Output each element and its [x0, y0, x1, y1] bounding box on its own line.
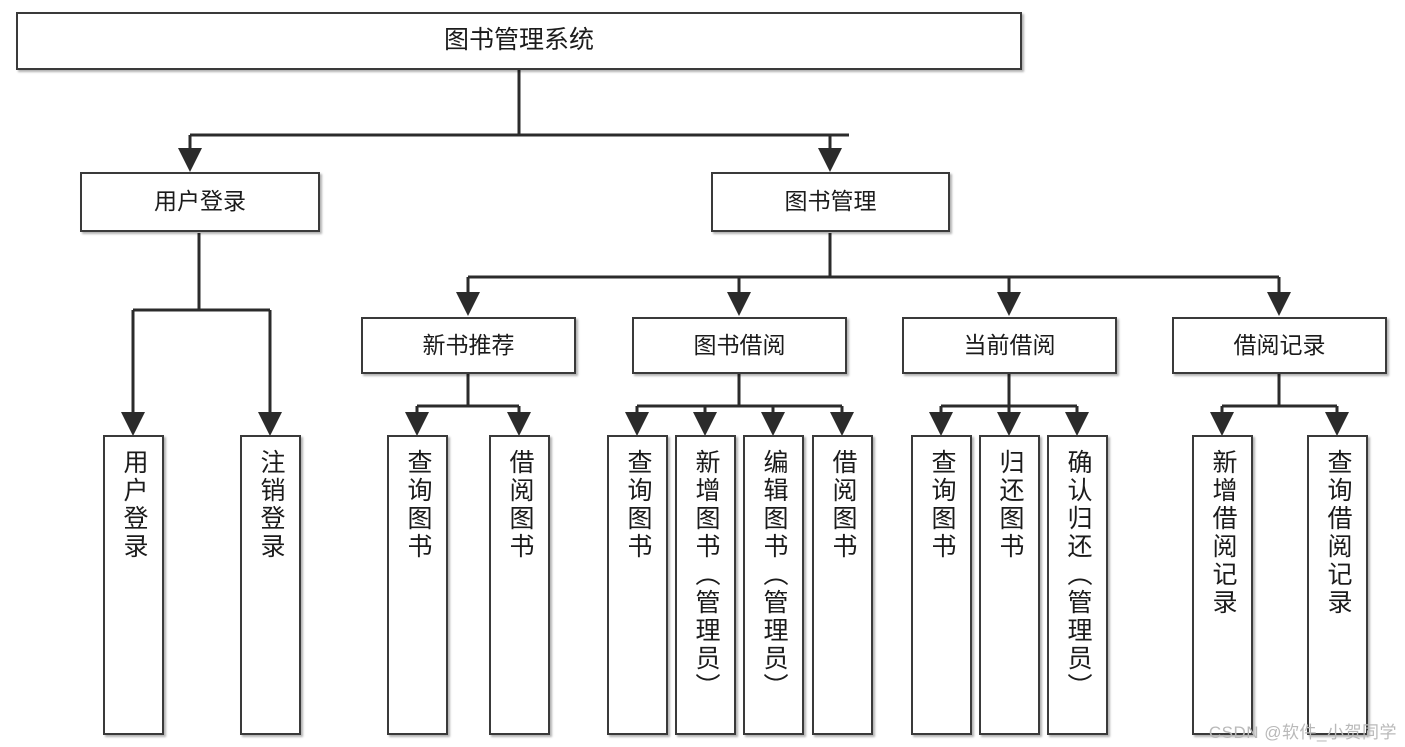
node-leaf-cb-return-book[interactable]: 归还图书 [979, 435, 1040, 735]
watermark: CSDN @软件_小贺同学 [1208, 723, 1397, 742]
node-leaf-bb-query-book-label: 查询图书 [624, 449, 652, 561]
node-leaf-logout[interactable]: 注销登录 [240, 435, 301, 735]
node-leaf-bb-borrow-book-label: 借阅图书 [829, 449, 857, 561]
node-leaf-nb-query-book-label: 查询图书 [404, 449, 432, 561]
node-book-borrow-label: 图书借阅 [693, 331, 786, 358]
node-new-book-recommend-label: 新书推荐 [422, 331, 515, 358]
node-leaf-bb-add-book-admin[interactable]: 新增图书（管理员） [675, 435, 736, 735]
node-leaf-bb-query-book[interactable]: 查询图书 [607, 435, 668, 735]
node-current-borrow[interactable]: 当前借阅 [902, 317, 1117, 374]
node-leaf-br-add-record-label: 新增借阅记录 [1209, 449, 1237, 617]
node-leaf-br-add-record[interactable]: 新增借阅记录 [1192, 435, 1253, 735]
node-user-login-label: 用户登录 [154, 188, 246, 215]
node-leaf-br-query-record[interactable]: 查询借阅记录 [1307, 435, 1368, 735]
node-leaf-cb-query-book[interactable]: 查询图书 [911, 435, 972, 735]
node-leaf-nb-query-book[interactable]: 查询图书 [387, 435, 448, 735]
node-borrow-record-label: 借阅记录 [1233, 331, 1326, 358]
node-current-borrow-label: 当前借阅 [963, 331, 1056, 358]
node-leaf-br-query-record-label: 查询借阅记录 [1324, 449, 1352, 617]
node-book-management-label: 图书管理 [784, 188, 877, 215]
node-leaf-user-login-label: 用户登录 [120, 449, 148, 561]
node-borrow-record[interactable]: 借阅记录 [1172, 317, 1387, 374]
node-leaf-bb-edit-book-admin[interactable]: 编辑图书（管理员） [743, 435, 804, 735]
node-leaf-user-login[interactable]: 用户登录 [103, 435, 164, 735]
node-book-borrow[interactable]: 图书借阅 [632, 317, 847, 374]
node-leaf-cb-confirm-return-admin-label: 确认归还（管理员） [1064, 449, 1092, 701]
node-leaf-bb-borrow-book[interactable]: 借阅图书 [812, 435, 873, 735]
node-leaf-cb-return-book-label: 归还图书 [996, 449, 1024, 561]
node-leaf-nb-borrow-book[interactable]: 借阅图书 [489, 435, 550, 735]
node-leaf-cb-confirm-return-admin[interactable]: 确认归还（管理员） [1047, 435, 1108, 735]
node-new-book-recommend[interactable]: 新书推荐 [361, 317, 576, 374]
node-leaf-bb-add-book-admin-label: 新增图书（管理员） [692, 449, 720, 701]
node-book-management[interactable]: 图书管理 [711, 172, 950, 232]
node-leaf-cb-query-book-label: 查询图书 [928, 449, 956, 561]
node-leaf-logout-label: 注销登录 [257, 449, 285, 561]
node-leaf-bb-edit-book-admin-label: 编辑图书（管理员） [760, 449, 788, 701]
node-user-login[interactable]: 用户登录 [80, 172, 320, 232]
node-root-system-label: 图书管理系统 [443, 26, 594, 55]
node-root-system[interactable]: 图书管理系统 [16, 12, 1022, 70]
node-leaf-nb-borrow-book-label: 借阅图书 [506, 449, 534, 561]
